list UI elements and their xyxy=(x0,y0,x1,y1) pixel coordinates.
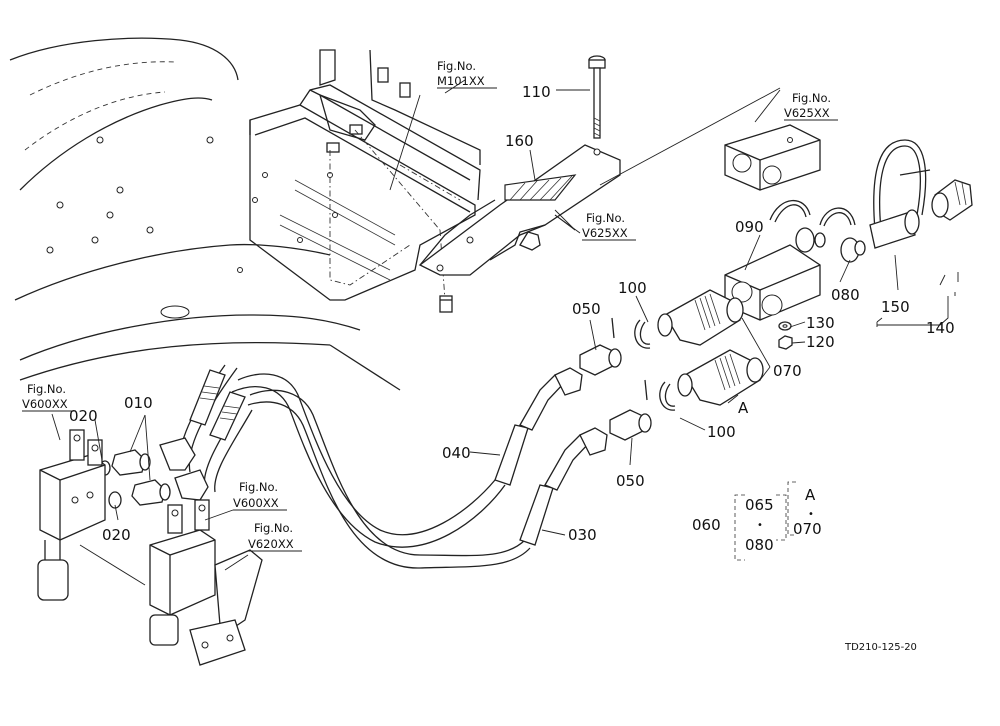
snap-ring-100-upper xyxy=(611,317,651,349)
knurl-070-upper xyxy=(694,293,721,331)
legend: 060 065 • 080 A • 070 xyxy=(692,486,822,554)
ref-m101-line1: Fig.No. xyxy=(437,59,476,73)
hatch-160 xyxy=(509,175,573,201)
snap-ring-100-lower xyxy=(644,379,676,411)
leader-v625-top xyxy=(599,87,781,186)
ref-m101-line2: M101XX xyxy=(437,74,485,88)
label-130: 130 xyxy=(806,314,835,332)
part-leaders xyxy=(94,79,959,536)
legend-A: A xyxy=(805,486,816,504)
coupler-070-upper xyxy=(657,289,744,346)
ref-v600-mid-line2: V600XX xyxy=(233,496,279,510)
ref-v620-line2: V620XX xyxy=(248,537,294,551)
pin-clip-080 xyxy=(769,199,866,263)
label-030: 030 xyxy=(568,526,597,544)
bolt-110 xyxy=(588,55,606,139)
adapter-050-upper xyxy=(579,344,622,376)
legend-dot-1: • xyxy=(757,520,763,531)
legend-brackets xyxy=(734,481,796,561)
label-040: 040 xyxy=(442,444,471,462)
hose-elbows-left xyxy=(159,437,209,501)
label-120: 120 xyxy=(806,333,835,351)
ref-v600-left-line1: Fig.No. xyxy=(27,382,66,396)
ref-v625-top-line2: V625XX xyxy=(784,106,830,120)
legend-070: 070 xyxy=(793,520,822,538)
leader-v600-mid xyxy=(204,509,234,521)
dashed-guide-lines xyxy=(329,129,461,301)
hose-sleeves-left xyxy=(189,369,246,441)
coupler-140 xyxy=(931,179,973,221)
bracket-160 xyxy=(418,144,621,276)
label-020-upper: 020 xyxy=(69,407,98,425)
legend-065: 065 xyxy=(745,496,774,514)
ref-v625-mid-line1: Fig.No. xyxy=(586,211,625,225)
fender-holes xyxy=(46,136,214,254)
label-010: 010 xyxy=(124,394,153,412)
control-valve-left xyxy=(37,429,106,601)
mount-block-090 xyxy=(724,244,821,321)
label-100-lower: 100 xyxy=(707,423,736,441)
hose-040 xyxy=(178,364,583,548)
label-110: 110 xyxy=(522,83,551,101)
part-labels: 110 160 090 100 050 080 150 140 130 120 … xyxy=(69,83,955,544)
label-150: 150 xyxy=(881,298,910,316)
label-050-lower: 050 xyxy=(616,472,645,490)
legend-dot-2: • xyxy=(808,509,814,520)
coupler-070-lower xyxy=(677,349,764,406)
leader-diagonal-left xyxy=(79,544,146,586)
ref-v600-left-line2: V600XX xyxy=(22,397,68,411)
label-160: 160 xyxy=(505,132,534,150)
label-A: A xyxy=(738,399,749,417)
ref-v620-line1: Fig.No. xyxy=(254,521,293,535)
label-080: 080 xyxy=(831,286,860,304)
knurl-070-lower xyxy=(714,353,741,391)
shackle-150 xyxy=(869,139,931,249)
mount-block-top xyxy=(724,124,821,191)
label-100-upper: 100 xyxy=(618,279,647,297)
label-050-upper: 050 xyxy=(572,300,601,318)
ref-v600-mid-line1: Fig.No. xyxy=(239,480,278,494)
nut-120 xyxy=(778,335,793,350)
washer-130 xyxy=(778,321,792,331)
leader-v600-left xyxy=(51,413,61,441)
hose-030 xyxy=(203,389,608,569)
ref-v625-top-line1: Fig.No. xyxy=(792,91,831,105)
ref-v625-mid-line2: V625XX xyxy=(582,226,628,240)
label-140: 140 xyxy=(926,319,955,337)
legend-080: 080 xyxy=(745,536,774,554)
drawing-code: TD210-125-20 xyxy=(844,642,917,653)
figure-references: Fig.No. M101XX Fig.No. V625XX Fig.No. V6… xyxy=(22,59,838,552)
mounting-plate xyxy=(237,49,481,301)
label-090: 090 xyxy=(735,218,764,236)
legend-060: 060 xyxy=(692,516,721,534)
fittings-010 xyxy=(111,449,171,506)
control-valve-mid xyxy=(149,499,263,666)
leader-v620 xyxy=(224,554,249,571)
plate-bolt xyxy=(439,295,453,313)
label-070: 070 xyxy=(773,362,802,380)
adapter-050-lower xyxy=(609,409,652,441)
label-020-lower: 020 xyxy=(102,526,131,544)
tractor-fender-outline xyxy=(9,37,401,391)
